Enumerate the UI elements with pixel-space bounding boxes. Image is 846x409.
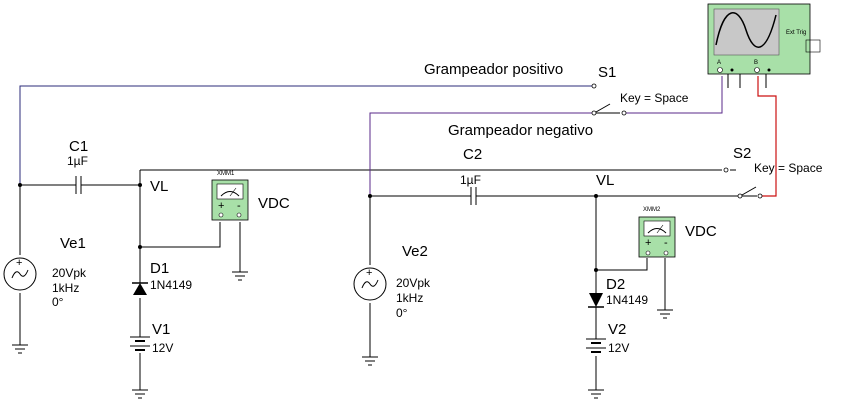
- vl2-label: VL: [596, 172, 614, 189]
- junctions: [18, 183, 598, 272]
- ve2-amplitude: 20Vpk: [396, 276, 431, 290]
- dc-source-v2[interactable]: V2 12V: [586, 321, 629, 355]
- xmm1-minus: -: [237, 200, 241, 212]
- switch-s1[interactable]: S1 Key = Space: [591, 64, 689, 116]
- xmm1-mode: VDC: [258, 195, 290, 212]
- multimeter-xmm2[interactable]: XMM2 + - VDC: [638, 207, 717, 258]
- ac-source-ve1[interactable]: + Ve1 20Vpk 1kHz 0°: [3, 235, 87, 309]
- s1-key: Key = Space: [620, 91, 689, 105]
- capacitor-c1[interactable]: C1 1µF: [67, 138, 88, 194]
- c1-name: C1: [69, 138, 88, 155]
- c2-value: 1µF: [460, 173, 481, 187]
- xmm1-plus: +: [218, 200, 224, 212]
- ve1-amplitude: 20Vpk: [52, 266, 87, 280]
- wire-vl1-xmm1: [140, 222, 221, 248]
- xmm2-plus: +: [645, 237, 651, 249]
- ground-xmm2: [657, 309, 673, 319]
- wire-s2-scope-b: [757, 76, 777, 197]
- ve2-frequency: 1kHz: [396, 291, 423, 305]
- wires: [19, 76, 777, 390]
- ve2-name: Ve2: [402, 243, 428, 260]
- d1-name: D1: [150, 260, 169, 277]
- c2-name: C2: [463, 146, 482, 163]
- v1-value: 12V: [152, 341, 173, 355]
- ground-ve2: [362, 356, 378, 366]
- dc-source-v1[interactable]: V1 12V: [130, 321, 173, 355]
- diode-d2[interactable]: D2 1N4149: [588, 276, 648, 308]
- s2-key: Key = Space: [754, 161, 823, 175]
- ve1-plus: +: [16, 257, 22, 269]
- s2-name: S2: [733, 145, 751, 162]
- oscilloscope[interactable]: Ext Trig A B: [707, 3, 821, 88]
- c1-value: 1µF: [67, 154, 88, 168]
- v2-value: 12V: [608, 341, 629, 355]
- ve2-phase: 0°: [396, 306, 408, 320]
- xmm2-minus: -: [664, 237, 668, 249]
- wire-vl2-xmm2: [596, 258, 648, 271]
- ve2-plus: +: [366, 267, 372, 279]
- capacitor-c2[interactable]: C2 1µF: [460, 146, 482, 205]
- ground-ve1: [12, 344, 28, 354]
- ve1-frequency: 1kHz: [52, 281, 79, 295]
- d2-model: 1N4149: [606, 293, 648, 307]
- xmm2-mode: VDC: [685, 223, 717, 240]
- xmm2-name: XMM2: [643, 207, 661, 213]
- scope-channel-a: A: [717, 60, 721, 66]
- multimeter-xmm1[interactable]: XMM1 + - VDC: [211, 171, 290, 221]
- d2-name: D2: [606, 276, 625, 293]
- v2-name: V2: [608, 321, 626, 338]
- v1-name: V1: [152, 321, 170, 338]
- d1-model: 1N4149: [150, 278, 192, 292]
- switch-s2[interactable]: S2 Key = Space: [723, 145, 823, 199]
- label-grampeador-positivo: Grampeador positivo: [424, 61, 563, 78]
- ground-v1: [132, 389, 148, 399]
- ac-source-ve2[interactable]: + Ve2 20Vpk 1kHz 0°: [353, 243, 431, 320]
- ve1-phase: 0°: [52, 295, 64, 309]
- scope-channel-b: B: [754, 60, 758, 66]
- ve1-name: Ve1: [60, 235, 86, 252]
- s1-name: S1: [598, 64, 616, 81]
- wire-s1-scope-a: [626, 76, 723, 114]
- scope-ext-trig: Ext Trig: [786, 30, 806, 36]
- wire-s1-right: [369, 112, 592, 196]
- ground-v2: [588, 389, 604, 399]
- wire-s1-left: [19, 85, 592, 185]
- label-grampeador-negativo: Grampeador negativo: [448, 122, 593, 139]
- xmm1-name: XMM1: [217, 171, 235, 177]
- vl1-label: VL: [150, 178, 168, 195]
- ground-xmm1: [232, 271, 248, 281]
- diode-d1[interactable]: D1 1N4149: [132, 260, 192, 295]
